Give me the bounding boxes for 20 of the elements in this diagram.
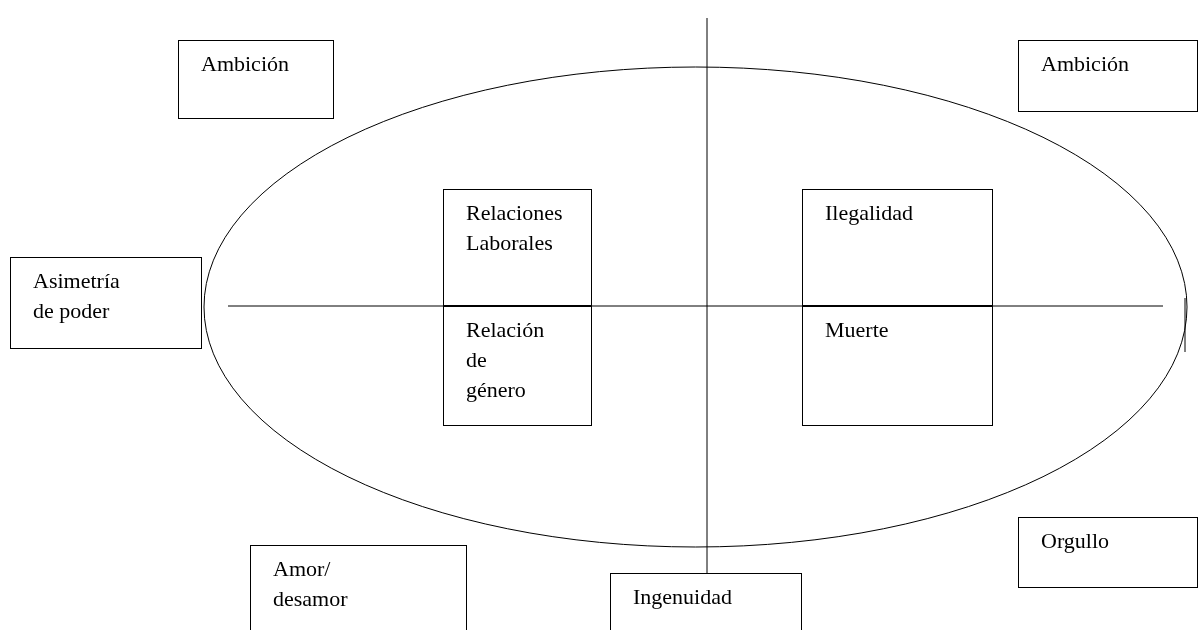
box-label: Ingenuidad [633, 583, 733, 611]
box-label: Ambición [201, 50, 290, 78]
box-label: Amor/ desamor [273, 555, 346, 613]
box-label: Asimetría de poder [33, 267, 121, 325]
text-box [802, 306, 993, 426]
box-label: Relaciones Laborales [466, 199, 564, 257]
box-label: Ambición [1041, 50, 1130, 78]
text-box [10, 257, 202, 349]
text-box [443, 189, 592, 306]
text-box [1018, 517, 1198, 588]
box-label: Orgullo [1041, 527, 1111, 555]
text-box [250, 545, 467, 630]
box-label: Relación de género [466, 316, 546, 404]
text-box [178, 40, 334, 119]
text-box [610, 573, 802, 630]
box-label: Muerte [825, 316, 890, 344]
box-label: Ilegalidad [825, 199, 914, 227]
text-box [1018, 40, 1198, 112]
text-box [443, 306, 592, 426]
text-box [802, 189, 993, 306]
